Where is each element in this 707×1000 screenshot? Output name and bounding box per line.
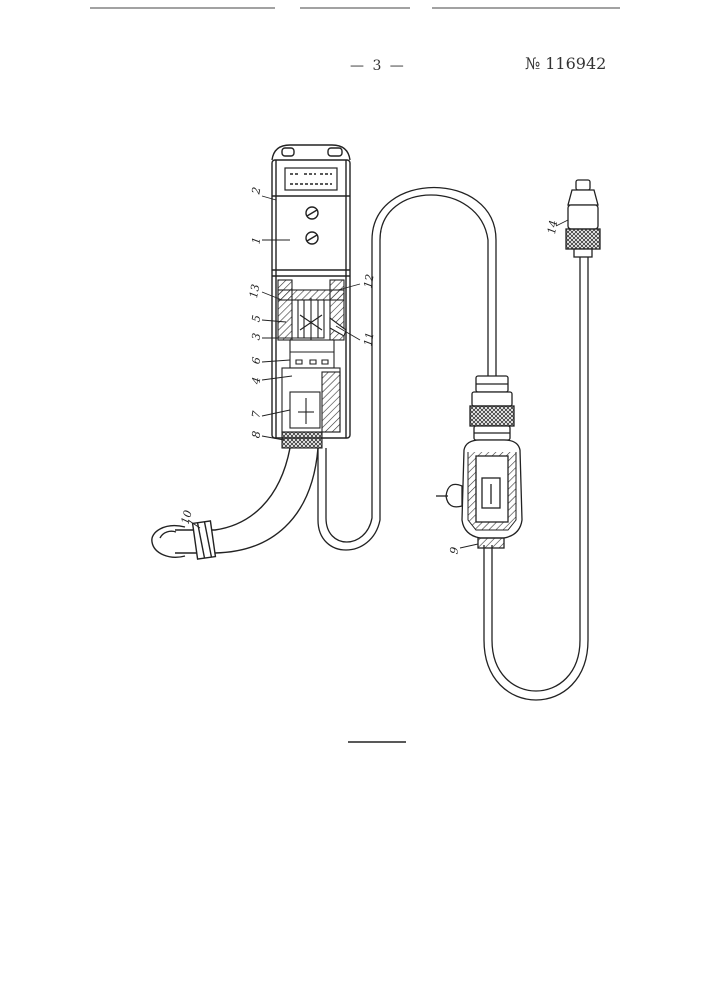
cable-plug: [566, 180, 600, 257]
label-4: 4: [249, 376, 263, 386]
cable-connector: [470, 376, 514, 440]
label-14: 14: [545, 219, 560, 235]
label-2: 2: [249, 186, 263, 196]
label-6: 6: [249, 356, 263, 365]
label-13: 13: [247, 283, 262, 299]
label-7: 7: [249, 410, 263, 419]
label-5: 5: [249, 314, 263, 323]
internal-mechanism: [278, 280, 346, 448]
label-1: 1: [249, 236, 263, 245]
switch-box: [436, 440, 522, 548]
label-12: 12: [361, 273, 376, 289]
electric-cable: [318, 188, 588, 701]
hose: [152, 448, 318, 559]
label-9: 9: [447, 546, 461, 555]
label-11: 11: [361, 331, 376, 347]
label-8: 8: [249, 430, 263, 439]
label-3: 3: [249, 332, 263, 341]
